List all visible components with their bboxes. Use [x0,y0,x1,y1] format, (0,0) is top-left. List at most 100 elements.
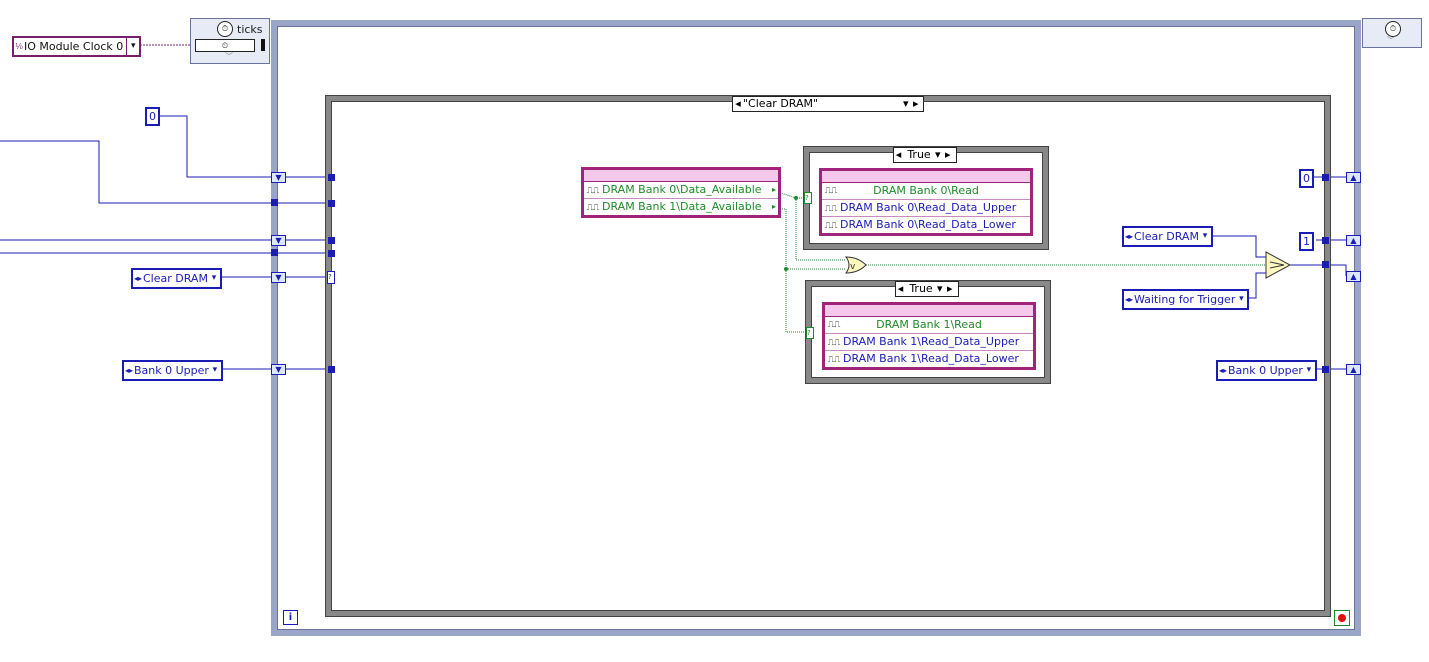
chevron-down-icon[interactable]: ▾ [1306,365,1312,375]
case-selector-terminal[interactable]: ? [327,271,335,284]
increment-arrows-icon[interactable]: ◂▸ [133,274,143,283]
increment-arrows-icon[interactable]: ◂▸ [1124,232,1134,241]
clock-icon: ⏱ [217,21,233,37]
or-gate-node[interactable] [845,256,867,274]
while-loop[interactable] [271,20,1361,636]
io-row-bank1-available[interactable]: ⎍⎍DRAM Bank 1\Data_Available▸ [584,199,778,215]
io-row-bank0-read-lower[interactable]: ⎍⎍DRAM Bank 0\Read_Data_Lower [822,217,1030,233]
inner-top-selector-terminal[interactable]: ? [804,192,812,204]
io-row-bank0-available[interactable]: ⎍⎍DRAM Bank 0\Data_Available▸ [584,182,778,199]
increment-arrows-icon[interactable]: ◂▸ [124,366,134,375]
chevron-down-icon[interactable]: ▾ [1239,294,1244,304]
tunnel-left-4[interactable] [271,249,278,256]
bank-enum-label: Bank 0 Upper [134,364,209,377]
waveform-icon: ⎍⎍ [827,320,841,330]
bank-enum-constant-right[interactable]: ◂▸Bank 0 Upper▾ [1216,360,1317,381]
io-row-bank0-read-upper[interactable]: ⎍⎍DRAM Bank 0\Read_Data_Upper [822,200,1030,217]
shift-register-left-3[interactable]: ▼ [271,235,286,246]
increment-icon[interactable]: ▸ [945,148,951,161]
inner-bottom-selector-terminal[interactable]: ? [806,327,814,339]
ticks-label: ticks [237,23,263,36]
ticks-node[interactable]: ⏱ ticks ⏲ ﹀ [190,18,270,64]
inner-bottom-selector-label: True [909,282,933,295]
node-header [584,170,778,182]
increment-arrows-icon[interactable]: ◂▸ [1218,366,1228,375]
select-node[interactable] [1265,251,1291,279]
shift-register-right-6[interactable]: ▲ [1346,364,1361,375]
fpga-io-node-bank1-read[interactable]: ⎍⎍DRAM Bank 1\Read ⎍⎍DRAM Bank 1\Read_Da… [822,302,1036,370]
terminal-bar [261,39,265,51]
bank-enum-constant-left[interactable]: ◂▸Bank 0 Upper▾ [122,360,223,381]
increment-icon[interactable]: ▸ [913,97,919,110]
shift-register-right-5[interactable]: ▲ [1346,271,1361,282]
clear-dram-enum-constant[interactable]: ◂▸Clear DRAM▾ [1122,226,1213,247]
iteration-terminal[interactable]: i [283,610,298,625]
chevron-down-icon[interactable]: ▾ [126,38,139,55]
expand-chevron-icon[interactable]: ﹀ [1387,36,1395,45]
waveform-icon: ⎍⎍ [824,204,838,214]
decrement-icon[interactable]: ◂ [735,97,741,110]
fpga-io-node-bank0-read[interactable]: ⎍⎍DRAM Bank 0\Read ⎍⎍DRAM Bank 0\Read_Da… [819,168,1033,236]
case-tunnel-right-2[interactable] [1322,237,1329,244]
chevron-down-icon[interactable]: ▾ [1202,231,1208,241]
zero-constant-right[interactable]: 0 [1299,169,1314,188]
tick-count-terminal[interactable]: ⏲ [195,39,255,52]
chevron-down-icon[interactable]: ▾ [903,97,909,110]
waveform-icon: ⎍⎍ [827,338,841,348]
io-row-bank1-read[interactable]: ⎍⎍DRAM Bank 1\Read [825,317,1033,334]
case-tunnel-4[interactable] [328,250,335,257]
decrement-icon[interactable]: ◂ [895,148,902,161]
case-tunnel-right-4[interactable] [1322,366,1329,373]
state-enum-constant-left[interactable]: ◂▸Clear DRAM▾ [131,268,222,289]
expand-chevron-icon[interactable]: ﹀ [225,52,233,61]
case-selector-inner-bottom[interactable]: ◂ True ▾ ▸ [895,281,959,297]
select-node-shape [1265,251,1292,279]
clock-ring-icon: ⅟₀ [15,42,23,51]
fpga-io-node-data-available[interactable]: ⎍⎍DRAM Bank 0\Data_Available▸ ⎍⎍DRAM Ban… [581,167,781,218]
case-tunnel-2[interactable] [328,200,335,207]
terminal-icon: ▸ [771,185,776,194]
case-tunnel-3[interactable] [328,237,335,244]
tunnel-left-2[interactable] [271,199,278,206]
stop-icon[interactable] [1334,610,1350,626]
case-selector-label: "Clear DRAM" [743,97,819,110]
io-module-clock-constant[interactable]: ⅟₀IO Module Clock 0▾ [12,36,142,57]
shift-register-right-1[interactable]: ▲ [1346,172,1361,183]
clock-label: IO Module Clock 0 [24,40,124,53]
decrement-icon[interactable]: ◂ [897,282,904,295]
chevron-down-icon[interactable]: ▾ [211,273,217,283]
waveform-icon: ⎍⎍ [827,355,841,365]
waveform-icon: ⎍⎍ [824,221,838,231]
shift-register-left-1[interactable]: ▼ [271,172,286,183]
state-enum-label: Clear DRAM [143,272,208,285]
case-tunnel-6[interactable] [328,366,335,373]
waiting-trigger-enum-constant[interactable]: ◂▸Waiting for Trigger▾ [1122,289,1250,310]
increment-arrows-icon[interactable]: ◂▸ [1124,295,1134,304]
chevron-down-icon[interactable]: ▾ [212,365,218,375]
case-selector-outer[interactable]: ◂"Clear DRAM" ▾ ▸ [732,96,924,112]
terminal-icon: ▸ [771,202,776,211]
case-tunnel-right-3[interactable] [1322,261,1329,268]
io-row-bank0-read[interactable]: ⎍⎍DRAM Bank 0\Read [822,183,1030,200]
inner-top-selector-label: True [907,148,931,161]
case-selector-inner-top[interactable]: ◂ True ▾ ▸ [893,147,957,163]
one-constant-right[interactable]: 1 [1299,232,1314,251]
chevron-down-icon[interactable]: ▾ [937,282,943,295]
zero-constant-left[interactable]: 0 [145,107,160,126]
waiting-enum-label: Waiting for Trigger [1134,293,1236,306]
waveform-icon: ⎍⎍ [586,203,600,213]
svg-text:v: v [850,262,856,272]
io-row-bank1-read-lower[interactable]: ⎍⎍DRAM Bank 1\Read_Data_Lower [825,351,1033,367]
increment-icon[interactable]: ▸ [947,282,953,295]
case-tunnel-right-1[interactable] [1322,174,1329,181]
chevron-down-icon[interactable]: ▾ [935,148,941,161]
node-header [822,171,1030,183]
right-ticks-node[interactable]: ⏱ ﹀ [1362,18,1422,48]
shift-register-left-5[interactable]: ▼ [271,272,286,283]
clock-icon: ⏱ [1385,21,1401,37]
node-header [825,305,1033,317]
case-tunnel-1[interactable] [328,174,335,181]
io-row-bank1-read-upper[interactable]: ⎍⎍DRAM Bank 1\Read_Data_Upper [825,334,1033,351]
shift-register-left-6[interactable]: ▼ [271,364,286,375]
shift-register-right-3[interactable]: ▲ [1346,235,1361,246]
